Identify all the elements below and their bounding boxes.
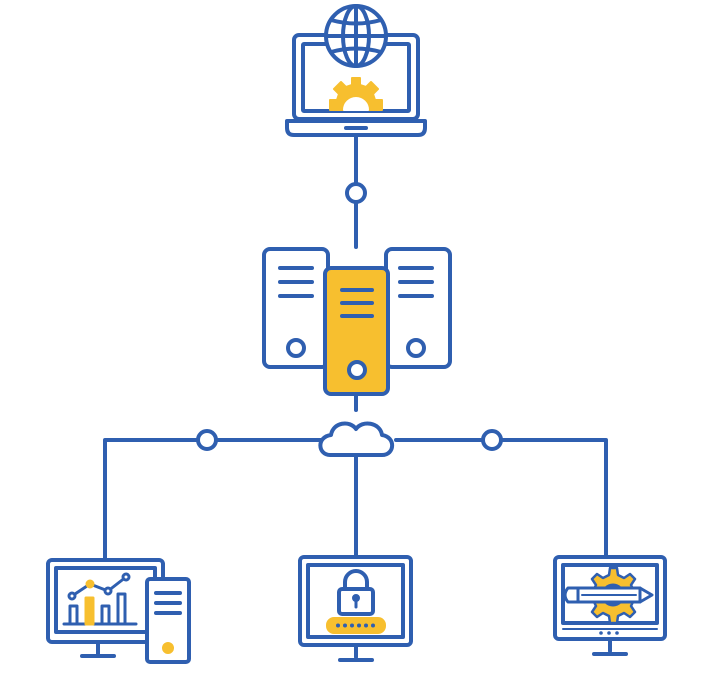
tower-pc-icon: [145, 577, 191, 664]
server-icon-center: [323, 266, 390, 396]
cloud-icon: [318, 421, 395, 457]
line-chart-icon: [67, 572, 131, 601]
server-icon-right: [384, 247, 452, 369]
padlock-icon: [337, 569, 375, 616]
globe-icon: [324, 4, 388, 68]
server-icon-left: [262, 247, 330, 369]
connection-bus-horizontal: [103, 429, 608, 562]
pencil-icon: [563, 586, 654, 604]
password-field-icon: [326, 617, 386, 634]
connection-laptop-to-servers: [345, 134, 367, 249]
bar-chart-icon: [62, 592, 138, 626]
gear-icon: [329, 77, 383, 111]
